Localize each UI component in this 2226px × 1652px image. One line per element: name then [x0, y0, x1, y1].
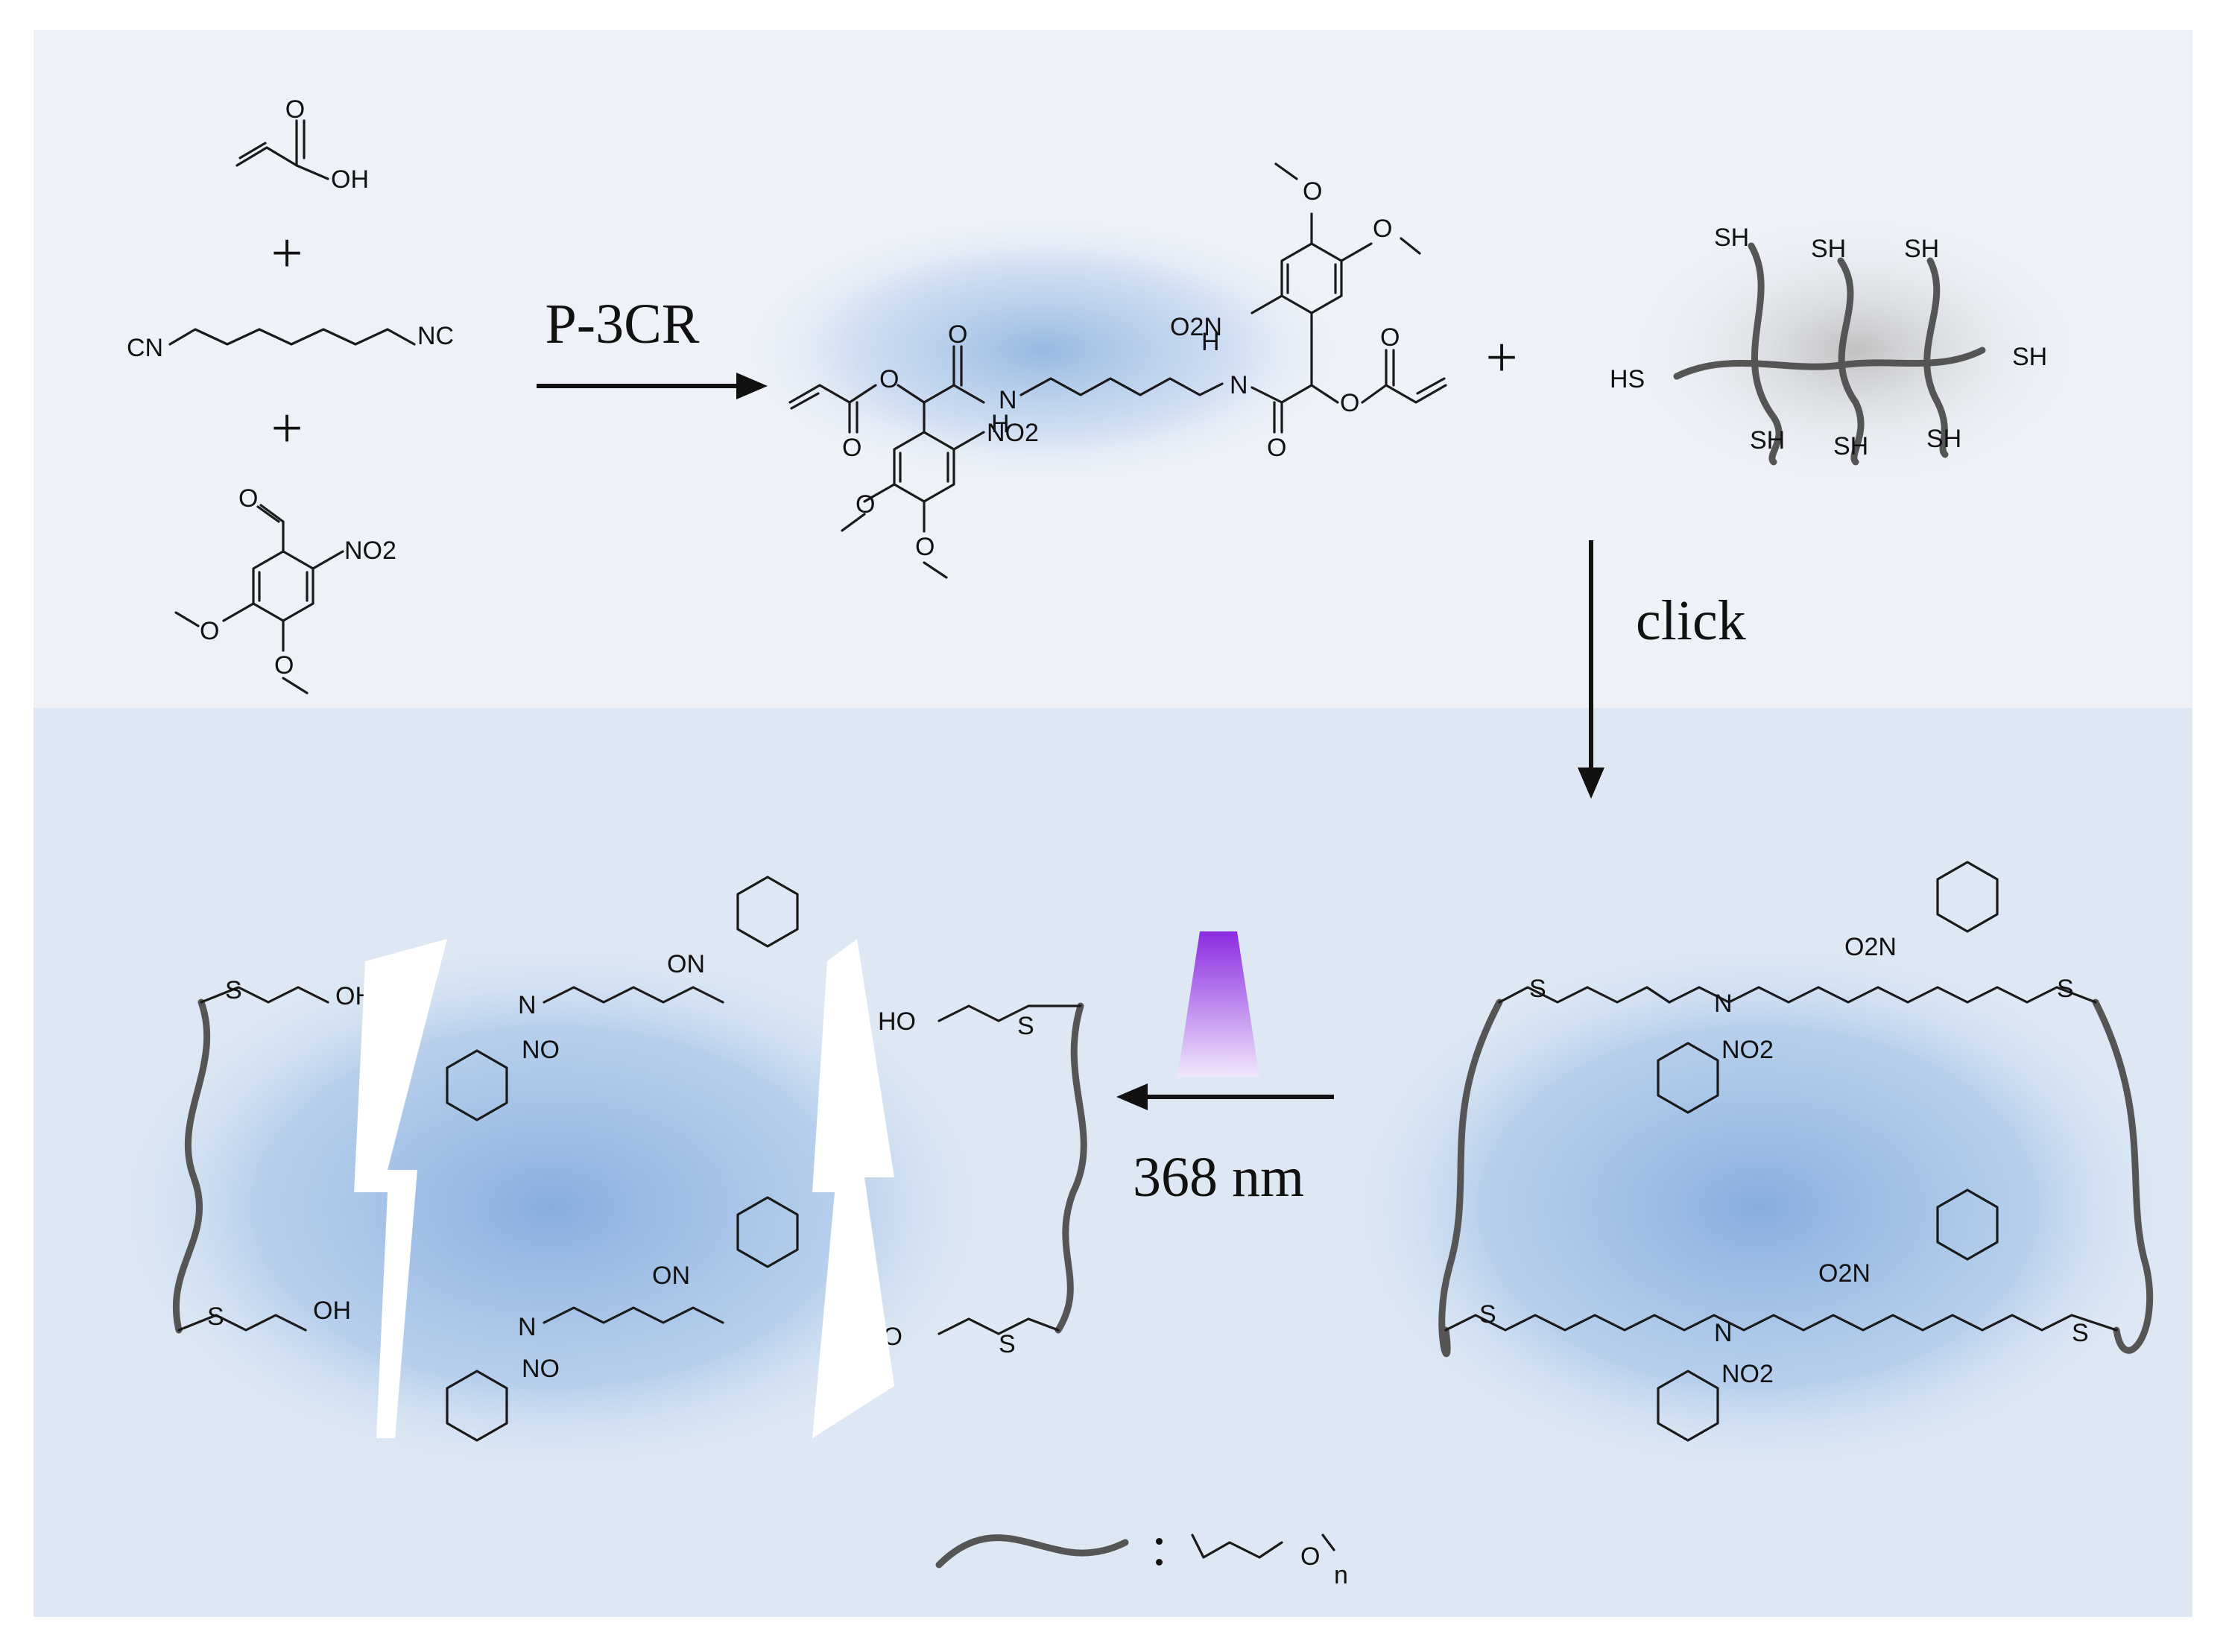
aldehyde-o-label: O: [238, 484, 258, 513]
network-nh-top: N: [1714, 990, 1733, 1018]
cleavage-bolt-right: [812, 939, 894, 1438]
network-no2-mid: NO2: [1721, 1036, 1774, 1064]
degraded-nitroso-top: ON: [667, 950, 705, 978]
thiol-sh-7: SH: [1926, 425, 1961, 453]
network-crosslink-top: S S N O2N NO2: [1498, 861, 2097, 1114]
thiol-sh-4: SH: [2012, 343, 2047, 371]
network-nh-bottom: N: [1714, 1319, 1733, 1347]
legend-colon: :: [1151, 1515, 1167, 1577]
acrylic-oh-label: OH: [331, 165, 369, 194]
network-no2-bottom-top: O2N: [1818, 1259, 1871, 1288]
monomer-nh-right: N: [1230, 371, 1248, 399]
legend-repeat-o: O: [1300, 1542, 1320, 1571]
degraded-nh-top: N: [518, 991, 537, 1019]
monomer-carbonyl-o-right: O: [1267, 434, 1286, 462]
aldehyde-no2-label: NO2: [344, 537, 396, 565]
network-s-bottom-left: S: [1479, 1300, 1496, 1329]
degraded-ho-top-right: HO: [878, 1007, 916, 1036]
monomer-ester-o-left: O: [879, 365, 899, 393]
monomer-ome-top-2: O: [1373, 215, 1392, 243]
monomer-acrylate-o-right: O: [1380, 323, 1400, 352]
monomer-nh-left: N: [999, 386, 1017, 414]
monomer-no2-top: O2N: [1170, 313, 1222, 341]
photocleavable-monomer: NO2 O O O N H N H O O O: [788, 162, 1447, 579]
legend-peg-chain-icon: [935, 1534, 1129, 1569]
click-label: click: [1636, 589, 1746, 652]
plus-sign-3: +: [1486, 326, 1518, 389]
monomer-no2-bottom: NO2: [987, 419, 1039, 447]
network-s-top-left: S: [1529, 975, 1546, 1003]
network-s-bottom-right: S: [2072, 1319, 2089, 1347]
thiol-polymer-glow: [1617, 209, 2094, 492]
degraded-s-bottom-left: S: [207, 1303, 224, 1331]
acrylic-acid: O OH: [235, 95, 369, 194]
degraded-s-top-left: S: [225, 976, 242, 1004]
network-no2-bottom: NO2: [1721, 1360, 1774, 1388]
network-crosslink-bottom: S S N O2N NO2: [1444, 1189, 2118, 1442]
monomer-ome-top-1: O: [1303, 177, 1322, 206]
monomer-ome-bottom-2: O: [915, 533, 935, 561]
wavelength-label: 368 nm: [1133, 1146, 1304, 1209]
network-s-top-right: S: [2057, 975, 2074, 1003]
aldehyde-ome-1-label: O: [200, 617, 219, 645]
click-arrow: click: [1578, 540, 1746, 799]
acrylic-o-label: O: [285, 95, 305, 124]
network-glow: [1334, 931, 2184, 1483]
legend-subscript-n: n: [1334, 1561, 1348, 1589]
monomer-ester-o-right: O: [1340, 389, 1359, 417]
degraded-s-top-right: S: [1017, 1012, 1034, 1040]
degraded-glow: [97, 931, 1006, 1483]
multi-thiol-polymer: SH SH SH SH SH SH SH HS: [1610, 224, 2047, 466]
thiol-sh-2: SH: [1811, 235, 1846, 263]
uv-irradiation: 368 nm: [1116, 931, 1334, 1209]
nitroveratraldehyde: O NO2 O O: [174, 484, 396, 694]
isocyanide-right-label: NC: [417, 322, 454, 350]
network-no2-top: O2N: [1844, 933, 1897, 961]
degraded-nitroso-mid: NO: [522, 1036, 560, 1064]
plus-sign-2: +: [271, 397, 303, 460]
thiol-sh-1: SH: [1714, 224, 1749, 252]
monomer-h-left: H: [991, 410, 1010, 438]
p3cr-arrow: P-3CR: [537, 293, 768, 399]
aldehyde-ome-2-label: O: [274, 651, 294, 680]
peg-legend: : O n: [935, 1515, 1348, 1589]
thiol-sh-6: SH: [1833, 432, 1868, 461]
uv-light-icon: [1177, 931, 1259, 1077]
degraded-oh-bottom-left: OH: [313, 1297, 351, 1325]
degraded-network: S OH S OH HO S HO S ON NO ON NO N N: [172, 876, 1087, 1442]
cleavage-bolt-left: [354, 939, 447, 1438]
monomer-h-right: H: [1201, 328, 1220, 356]
isocyanide-left-label: CN: [127, 334, 163, 362]
hexamethylene-diisocyanide: CN NC: [127, 322, 454, 362]
plus-sign-1: +: [271, 222, 303, 285]
degraded-s-bottom-right: S: [999, 1330, 1016, 1358]
monomer-glow: [730, 212, 1356, 488]
monomer-acrylate-o-left: O: [842, 434, 861, 462]
crosslinked-network: S S N O2N NO2 S S N O2N NO2: [1438, 861, 2154, 1442]
thiol-hs: HS: [1610, 365, 1645, 393]
degraded-nitroso-mid2: ON: [652, 1262, 690, 1290]
thiol-sh-3: SH: [1904, 235, 1939, 263]
degraded-nh-bottom: N: [518, 1313, 537, 1341]
degraded-nitroso-bottom: NO: [522, 1355, 560, 1383]
monomer-carbonyl-o-left: O: [948, 320, 967, 349]
thiol-sh-5: SH: [1750, 426, 1785, 455]
p3cr-label: P-3CR: [546, 293, 700, 355]
